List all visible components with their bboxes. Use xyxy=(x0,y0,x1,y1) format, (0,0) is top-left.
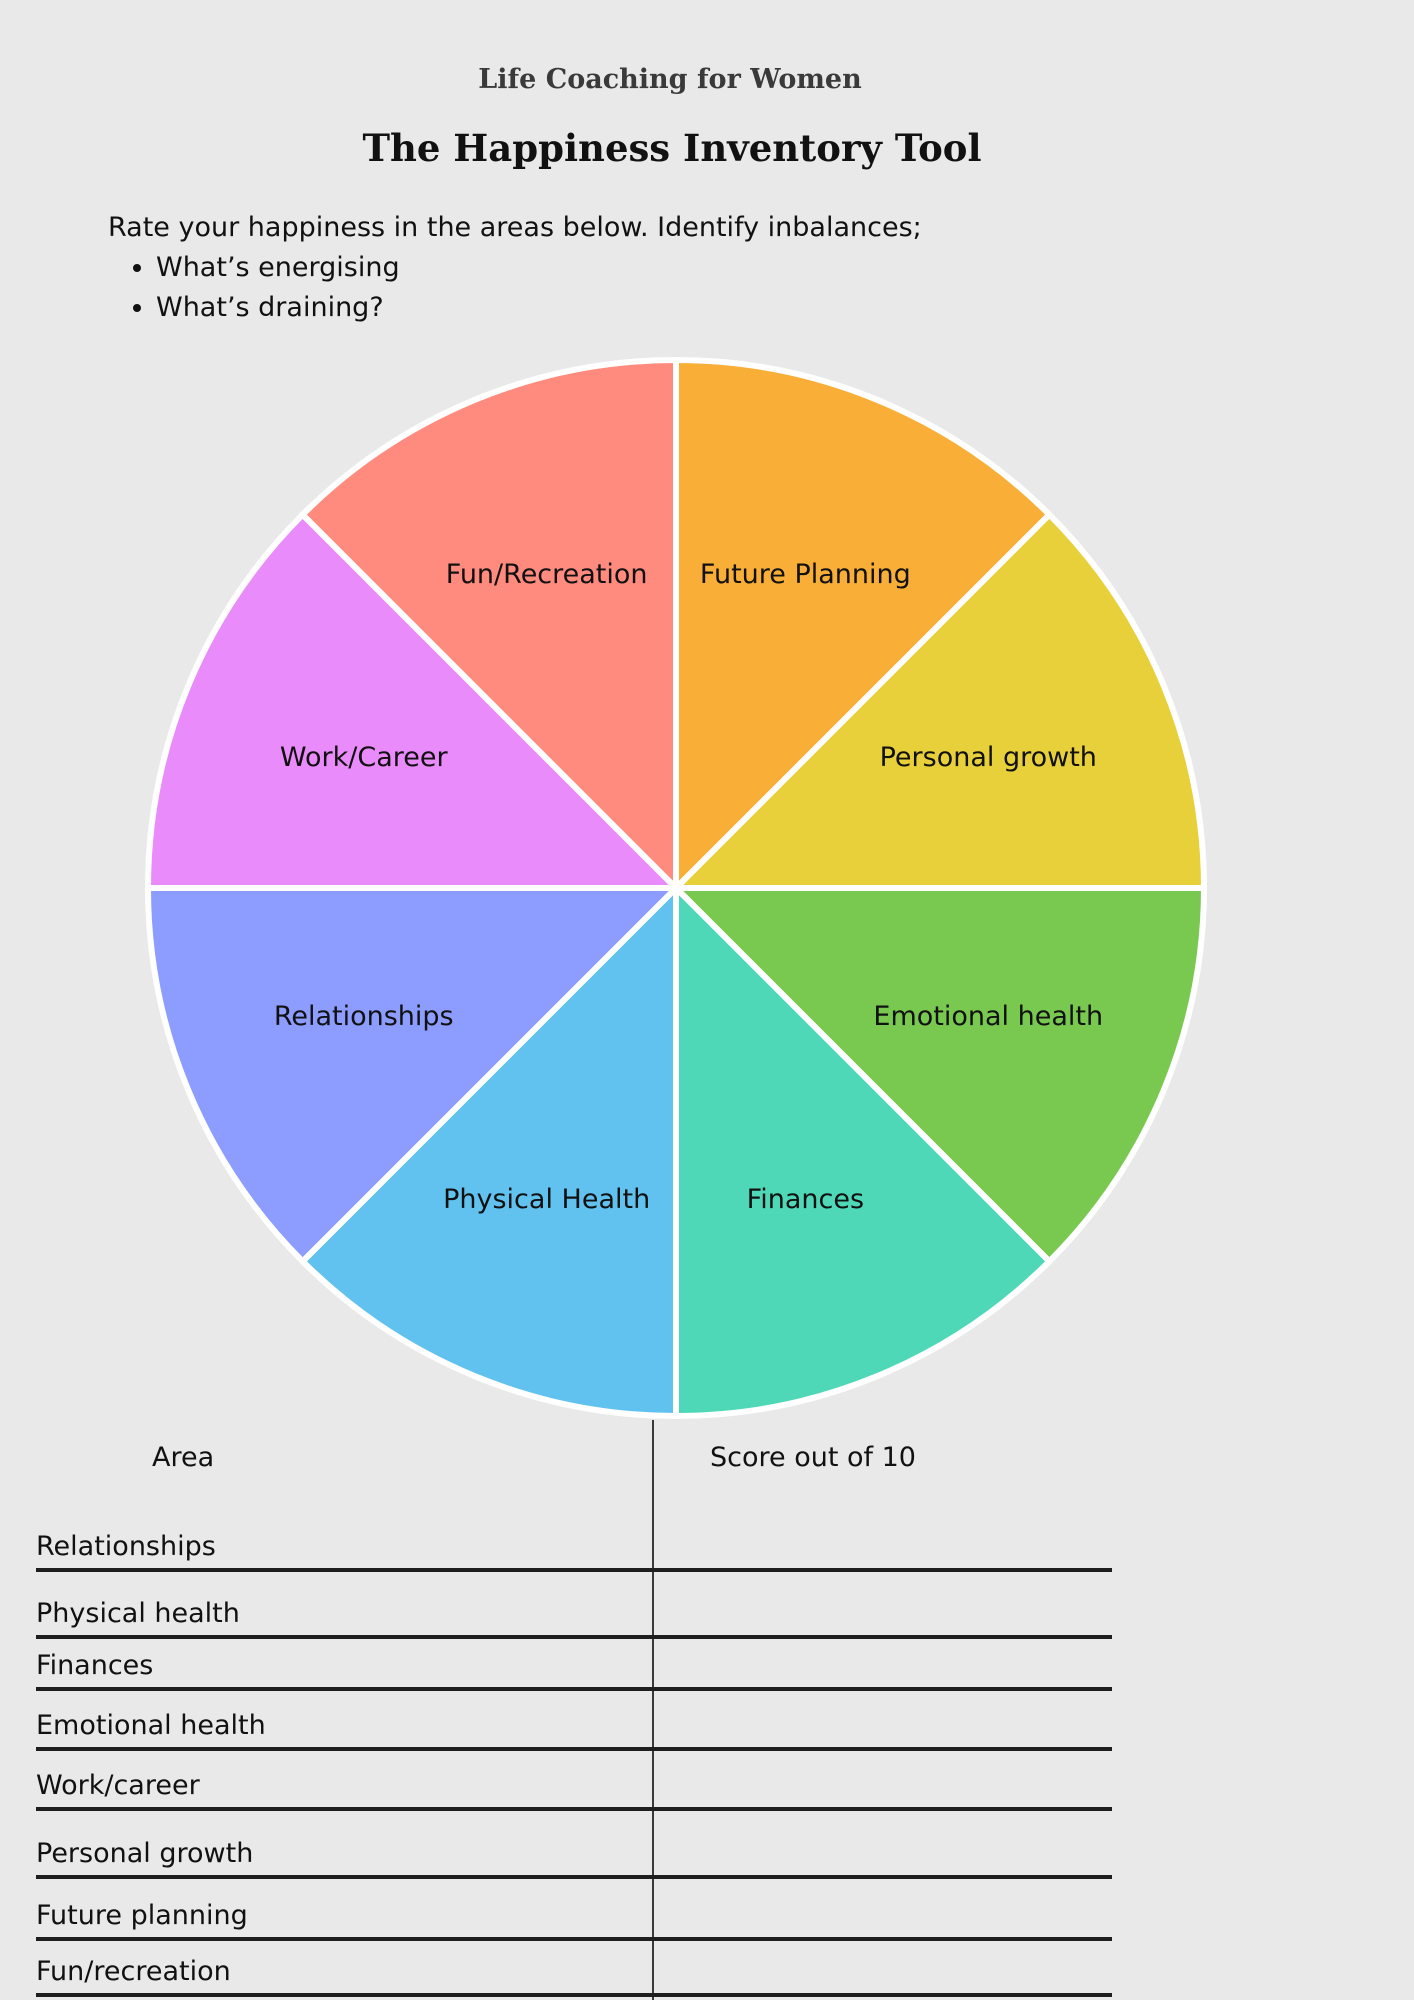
row-label: Emotional health xyxy=(36,1710,266,1741)
row-label: Work/career xyxy=(36,1770,200,1801)
row-label: Fun/recreation xyxy=(36,1956,231,1987)
row-label: Relationships xyxy=(36,1531,216,1562)
row-label: Future planning xyxy=(36,1900,248,1931)
intro-text: Rate your happiness in the areas below. … xyxy=(108,212,922,243)
bullet-energising: What’s energising xyxy=(156,248,922,288)
table-row-work-career: Work/career xyxy=(36,1751,1112,1811)
row-label: Finances xyxy=(36,1650,154,1681)
wheel-segment-finances xyxy=(673,885,1053,1419)
table-row-relationships: Relationships xyxy=(36,1502,1112,1572)
table-row-physical-health: Physical health xyxy=(36,1572,1112,1639)
area-column-header: Area xyxy=(152,1442,215,1473)
wheel-label-fun-recreation: Fun/Recreation xyxy=(446,559,648,590)
table-row-finances: Finances xyxy=(36,1639,1112,1691)
score-column-header: Score out of 10 xyxy=(710,1442,916,1473)
row-label: Physical health xyxy=(36,1598,240,1629)
bullet-draining: What’s draining? xyxy=(156,288,922,328)
wheel-label-future-planning: Future Planning xyxy=(700,559,911,590)
table-row-personal-growth: Personal growth xyxy=(36,1811,1112,1879)
table-row-fun-recreation: Fun/recreation xyxy=(36,1941,1112,1997)
wheel-label-personal-growth: Personal growth xyxy=(880,742,1097,773)
wheel-segment-relationships xyxy=(145,885,679,1265)
wheel-segment-physical-health xyxy=(299,885,679,1419)
row-label: Personal growth xyxy=(36,1838,254,1869)
table-row-emotional-health: Emotional health xyxy=(36,1691,1112,1751)
wheel-label-emotional-health: Emotional health xyxy=(873,1001,1103,1032)
wheel-segment-work-career xyxy=(145,511,679,891)
column-divider xyxy=(652,1420,654,2000)
wheel-segment-personal-growth xyxy=(673,511,1207,891)
wheel-label-work-career: Work/Career xyxy=(280,742,449,773)
wheel-segment-future-planning xyxy=(673,357,1053,891)
wheel-label-relationships: Relationships xyxy=(274,1001,454,1032)
wheel-segment-fun-recreation xyxy=(299,357,679,891)
wheel-label-physical-health: Physical Health xyxy=(443,1184,650,1215)
table-row-future-planning: Future planning xyxy=(36,1879,1112,1941)
page-title: The Happiness Inventory Tool xyxy=(362,126,982,170)
subtitle: Life Coaching for Women xyxy=(478,64,862,95)
intro: Rate your happiness in the areas below. … xyxy=(108,208,922,328)
wheel-segment-emotional-health xyxy=(673,885,1207,1265)
intro-bullets: What’s energising What’s draining? xyxy=(108,248,922,328)
wheel-label-finances: Finances xyxy=(747,1184,864,1215)
